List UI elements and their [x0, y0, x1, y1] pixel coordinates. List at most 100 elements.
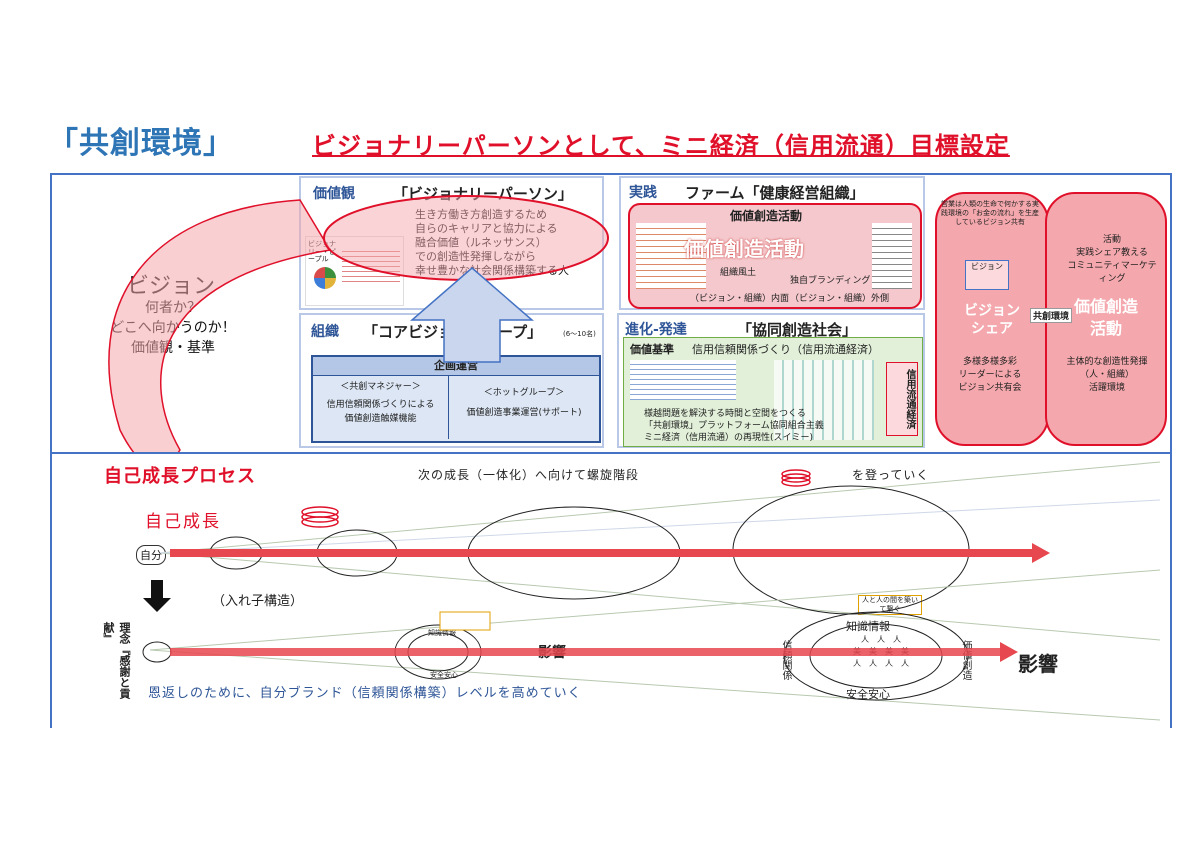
share-panel: 営業は人類の生命で何かする実践環境の「お金の流れ」を生産しているビジョン共有 ビ… [927, 176, 1170, 448]
person: 人 [901, 659, 909, 668]
org-left: ＜共創マネジャー＞ 信用信頼関係づくりによる 価値創造触媒機能 [313, 376, 449, 439]
vision-line: 価値観・基準 [98, 338, 248, 358]
evolution-std-label: 価値基準 [630, 341, 674, 357]
practice-foot-left: （ビジョン・組織）内面 [690, 291, 789, 304]
influence-small: 影響 [538, 642, 566, 662]
person: 人 [861, 635, 869, 644]
org-note: (6〜10名) [563, 329, 596, 339]
share-label: ビジョン シェア [957, 302, 1027, 338]
org-box-title: 企画運営 [313, 357, 599, 376]
org-box: 企画運営 ＜共創マネジャー＞ 信用信頼関係づくりによる 価値創造触媒機能 ＜ホッ… [311, 355, 601, 443]
share-left-bottom: 多様多様多彩 リーダーによる ビジョン共有会 [947, 356, 1033, 395]
practice-label: 実践 [629, 182, 657, 202]
org-left-head: ＜共創マネジャー＞ [313, 380, 448, 394]
page-title: 「共創環境」 [48, 118, 234, 162]
share-right-big: 価値創造 活動 [1061, 296, 1151, 340]
values-lines: 生き方働き方創造するため 自らのキャリアと協力による 融合価値（ルネッサンス） … [415, 208, 569, 278]
thumb-text [342, 247, 400, 283]
values-line: 幸せ豊かな社会関係構築する人 [415, 264, 569, 278]
bottom-message: 恩返しのために、自分ブランド（信頼関係構築）レベルを高めていく [148, 682, 582, 701]
person: 人 [893, 635, 901, 644]
share-left-bottom-line: ビジョン共有会 [947, 382, 1033, 395]
practice-doc-right [872, 223, 912, 289]
values-line: 融合価値（ルネッサンス） [415, 236, 569, 250]
vision-lines: 何者か？ どこへ向かうのか！ 価値観・基準 [98, 298, 248, 358]
share-right-top-line: 実践シェア教える [1067, 247, 1157, 260]
org-label: 組織 [311, 321, 339, 341]
share-right-bottom-line: 活躍環境 [1059, 382, 1155, 395]
evolution-doc-left [630, 360, 736, 400]
growth-sub: 自己成長 [145, 507, 221, 532]
vision-line: 何者か？ [98, 298, 248, 318]
practice-inner: 価値創造活動 価値創造活動 組織風土 独自ブランディング （ビジョン・組織）内面… [628, 203, 922, 309]
person: 人 [853, 659, 861, 668]
org-left-line: 信用信頼関係づくりによる [313, 398, 448, 412]
practice-overlay-text: 価値創造活動 [684, 233, 804, 262]
share-right-bottom: 主体的な創造性発揮 （人・組織） 活躍環境 [1059, 356, 1155, 395]
share-right-bottom-line: 主体的な創造性発揮 [1059, 356, 1155, 369]
practice-title: ファーム「健康経営組織」 [685, 182, 865, 203]
values-line: 自らのキャリアと協力による [415, 222, 569, 236]
evolution-label: 進化-発達 [625, 319, 687, 339]
org-left-line: 価値創造触媒機能 [313, 412, 448, 426]
evolution-std-text: 信用信頼関係づくり（信用流通経済） [692, 341, 879, 357]
page-subtitle: ビジョナリーパーソンとして、ミニ経済（信用流通）目標設定 [312, 126, 1010, 161]
org-panel: 組織 「コアビジョングループ」 (6〜10名) 企画運営 ＜共創マネジャー＞ 信… [299, 313, 604, 448]
share-top-note: 営業は人類の生命で何かする実践環境の「お金の流れ」を生産しているビジョン共有 [941, 200, 1039, 227]
values-title: 「ビジョナリーパーソン」 [393, 183, 573, 204]
evolution-line: ミニ経済（信用流通）の再現性(スイミー) [644, 430, 813, 443]
values-label: 価値観 [313, 183, 355, 203]
values-line: 生き方働き方創造するため [415, 208, 569, 222]
value-creation-big: 価値創造 [958, 640, 973, 684]
person: 人 [877, 635, 885, 644]
growth-title: 自己成長プロセス [104, 462, 256, 488]
philosophy-label: 理念『感謝と貢献』 [100, 622, 132, 712]
wisdom-small: 知識情報 [428, 628, 456, 638]
share-right-big-line: 価値創造 [1061, 296, 1151, 318]
beauty: 美 [869, 647, 877, 656]
thumb-pie [314, 267, 336, 289]
share-label-line: シェア [957, 320, 1027, 338]
share-right-top-line: 活動 [1067, 234, 1157, 247]
practice-foot-right: （ビジョン・組織）外側 [790, 291, 889, 304]
safety-small: 安全安心 [430, 670, 458, 680]
share-right-bottom-line: （人・組織） [1059, 369, 1155, 382]
safety-big: 安全安心 [846, 686, 890, 702]
share-left-bottom-line: リーダーによる [947, 369, 1033, 382]
org-title: 「コアビジョングループ」 [363, 321, 542, 342]
vision-line: どこへ向かうのか！ [98, 318, 248, 338]
wisdom-big: 知識情報 [846, 618, 890, 634]
people-grid: 人 人 人 美 美 美 美 人 人 人 人 [826, 634, 936, 670]
evolution-side-label: 信用流通経済 [886, 362, 918, 436]
org-right-head: ＜ホットグループ＞ [450, 386, 598, 400]
org-right-body: 価値創造事業運営(サポート) [450, 406, 598, 420]
self-label: 自分 [136, 545, 166, 565]
values-line: での創造性発揮しながら [415, 250, 569, 264]
nest-label: （入れ子構造） [212, 590, 303, 609]
share-right-top-line: コミュニティマーケティング [1067, 260, 1157, 286]
growth-caption-end: を登っていく [852, 466, 929, 483]
person: 人 [869, 659, 877, 668]
vision-title: ビジョン [127, 268, 215, 300]
growth-caption-text: 次の成長（一体化）へ向けて螺旋階段 [418, 468, 639, 482]
practice-inner1: 組織風土 [720, 265, 756, 278]
org-right: ＜ホットグループ＞ 価値創造事業運営(サポート) [450, 376, 598, 439]
share-vision-box: ビジョン [965, 260, 1009, 290]
callout-box: 人と人の間を築いて繋ぐ [858, 595, 922, 615]
thumb-caption: ビジョナリー・ピープル [308, 241, 338, 264]
practice-panel: 実践 ファーム「健康経営組織」 価値創造活動 価値創造活動 組織風土 独自ブラン… [619, 176, 925, 310]
evolution-panel: 進化-発達 「協同創造社会」 価値基準 信用信頼関係づくり（信用流通経済） 信用… [617, 313, 925, 448]
trust-big: 信頼関係 [778, 640, 793, 684]
share-right-top: 活動 実践シェア教える コミュニティマーケティング [1067, 234, 1157, 286]
beauty: 美 [901, 647, 909, 656]
share-label-line: ビジョン [957, 302, 1027, 320]
evolution-inner: 価値基準 信用信頼関係づくり（信用流通経済） 信用流通経済 様越問題を解決する時… [623, 337, 923, 447]
growth-caption: 次の成長（一体化）へ向けて螺旋階段 [418, 466, 639, 483]
practice-inner2: 独自ブランディング [790, 273, 870, 286]
values-thumbnail: ビジョナリー・ピープル [305, 236, 404, 306]
influence-big: 影響 [1018, 648, 1058, 677]
share-left-bottom-line: 多様多様多彩 [947, 356, 1033, 369]
practice-subtitle: 価値創造活動 [730, 207, 802, 224]
beauty: 美 [885, 647, 893, 656]
share-right-big-line: 活動 [1061, 318, 1151, 340]
